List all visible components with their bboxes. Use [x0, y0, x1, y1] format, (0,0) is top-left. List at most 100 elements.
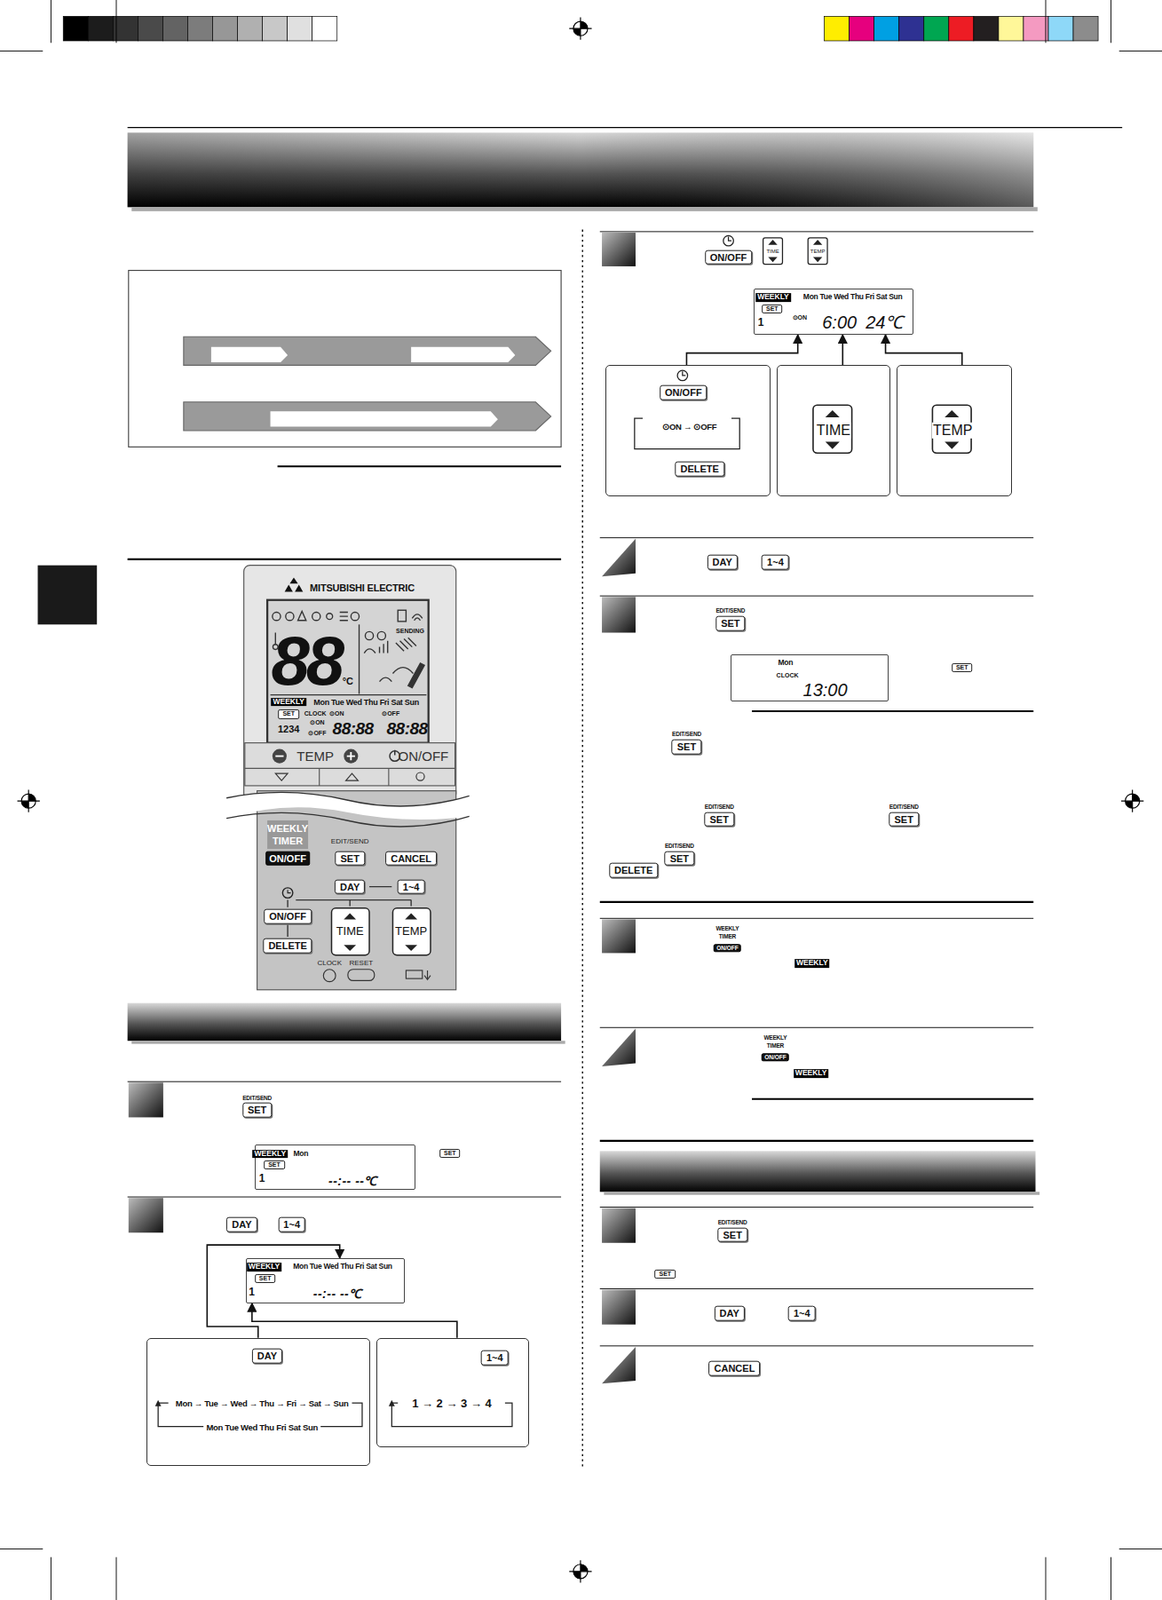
label-text: EDIT/SEND: [331, 837, 370, 846]
label-text: TEMP: [296, 748, 334, 764]
option-box: ON/OFF⊙ON → ⊙OFFDELETE: [605, 364, 771, 496]
drawn-rect: [392, 908, 431, 956]
label-text: TIME: [336, 924, 364, 939]
node-text: ⊙ON → ⊙OFF: [659, 422, 720, 433]
drawn-path: [347, 751, 356, 760]
drawn-rect: [332, 908, 371, 956]
drawn-rect: [601, 596, 636, 633]
label-text: ON/OFF: [398, 748, 450, 764]
drawn-path: [408, 663, 425, 688]
label-text: 1~4: [277, 1217, 306, 1233]
drawn-path: [226, 812, 470, 827]
node-text: SET: [761, 304, 783, 314]
drawn-rect: [38, 565, 98, 625]
lcd-display: WEEKLYMon Tue Wed Thu Fri Sat SunSET1--:…: [245, 1257, 405, 1304]
node-text: 13:00: [803, 679, 848, 700]
drawn-polygon: [601, 1346, 636, 1384]
label-text: SET: [717, 1226, 747, 1242]
label-text: EDIT/SEND: [671, 731, 702, 738]
drawn-path: [728, 237, 732, 242]
drawn-polygon: [343, 944, 356, 951]
label-text: SET: [242, 1102, 272, 1118]
drawn-line: [127, 1196, 562, 1198]
label-text: EDIT/SEND: [718, 1218, 748, 1226]
drawn-polygon: [284, 584, 293, 593]
drawn-rect: [237, 15, 263, 41]
drawn-polygon: [388, 1399, 396, 1407]
label-text: RESET: [348, 958, 373, 967]
label-text: EDIT/SEND: [715, 608, 745, 615]
drawn-rect: [763, 237, 783, 265]
label-text: TIMER: [719, 932, 736, 940]
drawn-path: [226, 791, 470, 807]
label-text: MITSUBISHI ELECTRIC: [309, 582, 415, 594]
drawn-line: [275, 755, 284, 758]
drawn-path: [298, 610, 307, 620]
drawn-polygon: [211, 347, 288, 363]
drawn-line: [318, 767, 320, 786]
label-text: TIMER: [766, 1042, 784, 1049]
label-text: SET: [664, 850, 695, 866]
label-text: ⊙ON: [329, 710, 345, 718]
node-text: ⊙ON: [792, 314, 808, 322]
node-text: Mon → Tue → Wed → Thu → Fri → Sat → Sun: [173, 1399, 352, 1409]
label-text: TEMP: [395, 924, 427, 939]
label-text: DAY: [334, 878, 365, 894]
drawn-path: [424, 970, 431, 980]
label-text: SET: [671, 739, 702, 755]
node-text: 1: [758, 316, 765, 330]
drawn-rect: [128, 1082, 164, 1117]
lcd-display: WEEKLYMon Tue Wed Thu Fri Sat SunSET1⊙ON…: [753, 288, 913, 335]
label-text: SET: [951, 663, 973, 672]
drawn-polygon: [404, 944, 418, 951]
label-text: WEEKLY: [763, 1034, 787, 1041]
label-text: CLOCK: [304, 710, 327, 718]
drawn-line: [600, 1288, 1034, 1289]
drawn-polygon: [601, 538, 636, 578]
label-text: EDIT/SEND: [704, 803, 735, 810]
drawn-rect: [131, 206, 1038, 212]
drawn-rect: [849, 15, 875, 41]
node-text: 1: [248, 1286, 255, 1299]
label-text: ⊙ON: [309, 719, 325, 727]
drawn-rect: [187, 15, 213, 41]
drawn-line: [127, 1081, 562, 1083]
node-text: Mon Tue Wed Thu Fri Sat Sun: [203, 1422, 321, 1432]
label-text: DELETE: [608, 862, 658, 878]
remote-control: [226, 565, 470, 990]
label-text: ⊙OFF: [381, 710, 400, 718]
connector: [841, 334, 844, 365]
connector: [686, 334, 798, 365]
drawn-polygon: [155, 1399, 162, 1407]
drawn-circle: [364, 631, 373, 640]
drawn-rect: [973, 15, 999, 41]
node-text: CLOCK: [776, 671, 799, 680]
node-text: Mon: [293, 1149, 309, 1159]
drawn-polygon: [825, 410, 840, 418]
drawn-polygon: [767, 257, 777, 263]
drawn-rect: [267, 600, 429, 744]
drawn-line: [358, 624, 360, 694]
label-text: SET: [439, 1148, 461, 1158]
drawn-rect: [112, 15, 138, 41]
drawn-circle: [21, 793, 36, 808]
option-box: DAYMon → Tue → Wed → Thu → Fri → Sat → S…: [146, 1337, 371, 1467]
drawn-line: [600, 230, 1034, 232]
drawn-rect: [807, 237, 828, 265]
label-text: 1234: [277, 722, 300, 735]
label-text: 88:88: [332, 719, 374, 739]
drawn-rect: [162, 15, 188, 41]
label-text: 88:88: [386, 719, 427, 739]
drawn-rect: [600, 1150, 1036, 1192]
drawn-polygon: [275, 773, 288, 781]
lcd-display: WEEKLYMonSET1--:-- --℃: [254, 1144, 415, 1189]
drawn-path: [17, 790, 40, 813]
drawn-path: [339, 612, 348, 621]
drawn-line: [582, 229, 584, 1470]
node-text: --:-- --℃: [313, 1286, 363, 1301]
drawn-circle: [272, 612, 281, 621]
drawn-circle: [343, 749, 358, 764]
drawn-circle: [723, 235, 734, 246]
